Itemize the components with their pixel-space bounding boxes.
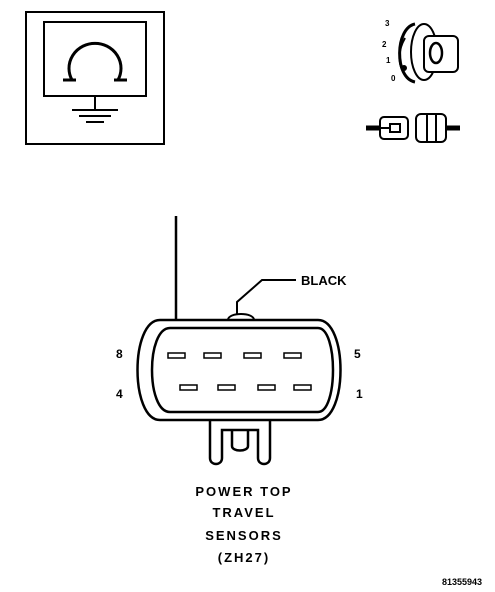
pin-label-1: 1 [356,387,363,401]
title-line-4: (ZH27) [218,550,270,565]
figure-id: 81355943 [442,577,482,587]
pin-label-8: 8 [116,347,123,361]
ohmmeter-icon [25,11,165,145]
pin-1 [293,384,312,391]
pin-label-4: 4 [116,387,123,401]
title-line-3: SENSORS [205,528,283,543]
ignition-position-0: 0 [391,74,396,83]
ignition-position-1: 1 [386,56,391,65]
connector-title: POWER TOP TRAVEL SENSORS (ZH27) [195,484,292,565]
pin-8 [167,352,186,359]
pin-label-5: 5 [354,347,361,361]
ignition-position-2: 2 [382,40,387,49]
ignition-position-3: 3 [385,19,390,28]
wire-color-label: BLACK [301,273,347,288]
pin-6 [243,352,262,359]
pin-5 [283,352,302,359]
pin-7 [203,352,222,359]
wire-color-leader [227,279,296,321]
connector-pins [167,352,312,391]
disconnected-connector-icon [366,113,460,143]
title-line-1: POWER TOP [195,484,292,499]
pin-4 [179,384,198,391]
pin-3 [217,384,236,391]
title-line-2: TRAVEL [212,505,275,520]
pin-2 [257,384,276,391]
connector-body [136,318,342,466]
ignition-key-icon [398,22,459,84]
